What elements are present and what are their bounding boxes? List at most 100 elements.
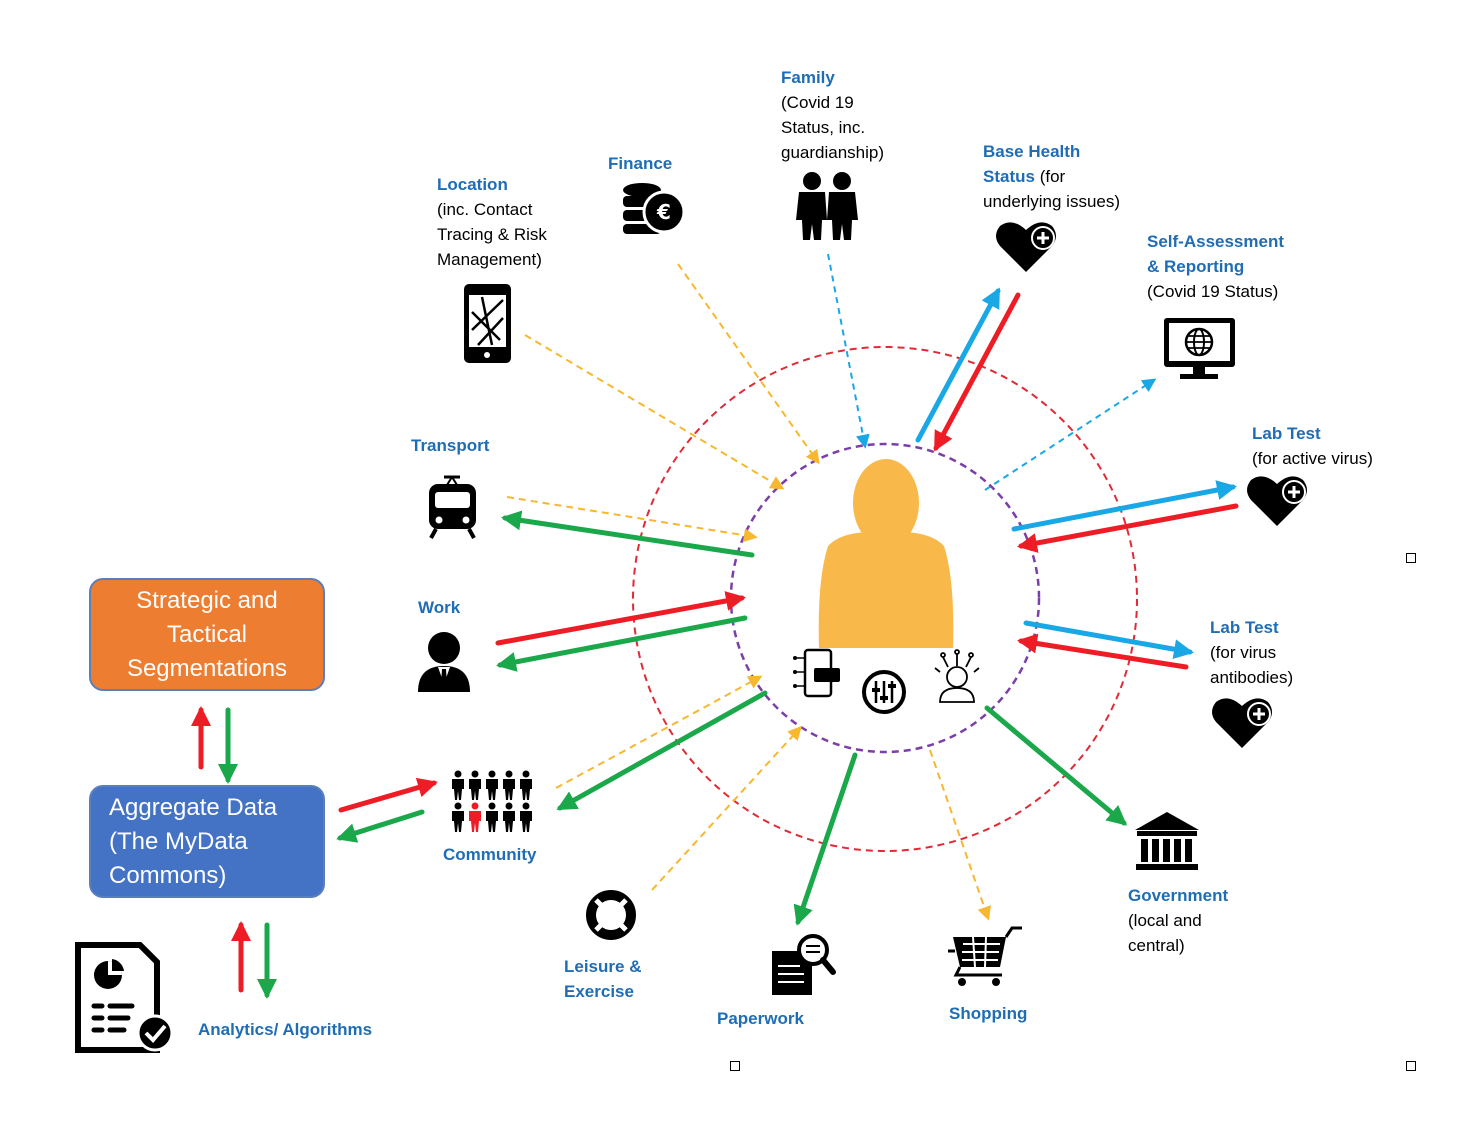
location-desc-line: Tracing & Risk bbox=[437, 225, 547, 244]
selection-handle bbox=[1406, 1061, 1416, 1071]
heart-plus-icon bbox=[1247, 476, 1307, 526]
aggregate-line: Commons) bbox=[109, 862, 227, 889]
controls-icon bbox=[862, 670, 906, 714]
aggregate-data-box: Aggregate Data (The MyData Commons) bbox=[89, 785, 325, 898]
family-title: Family bbox=[781, 68, 835, 87]
arrow-base-health-in bbox=[933, 292, 1021, 452]
paperwork-label: Paperwork bbox=[717, 1006, 804, 1031]
finance-coins-icon: € bbox=[623, 183, 686, 234]
base-health-desc-line: underlying issues) bbox=[983, 192, 1121, 211]
transport-title: Transport bbox=[411, 436, 490, 455]
selection-handle bbox=[1406, 553, 1416, 563]
person-figure bbox=[503, 802, 515, 832]
community-title: Community bbox=[443, 845, 537, 864]
person-figure bbox=[486, 770, 498, 800]
self-assessment-label: Self-Assessment & Reporting (Covid 19 St… bbox=[1147, 229, 1284, 304]
heart-plus-icon bbox=[996, 222, 1056, 272]
government-label: Government (local and central) bbox=[1128, 883, 1228, 958]
base-health-label: Base Health Status (for underlying issue… bbox=[983, 139, 1120, 214]
shopping-cart-icon bbox=[948, 926, 1022, 986]
leisure-label: Leisure & Exercise bbox=[564, 954, 641, 1004]
arrow-lab-antibodies-in bbox=[1017, 633, 1189, 670]
location-phone-map-icon bbox=[464, 284, 511, 363]
arrow-base-health-out bbox=[915, 287, 1001, 443]
paperwork-title: Paperwork bbox=[717, 1009, 804, 1028]
lab-test-antibodies-desc-line: (for virus bbox=[1210, 643, 1277, 662]
arrow-finance-in bbox=[677, 263, 820, 465]
arrow-community-from-aggregate bbox=[336, 809, 425, 843]
monitor-globe-icon bbox=[1164, 318, 1235, 379]
person-figure bbox=[452, 770, 464, 800]
lab-test-active-desc-line: (for active virus) bbox=[1252, 449, 1373, 468]
government-building-icon bbox=[1135, 812, 1199, 870]
self-assessment-title: Self-Assessment bbox=[1147, 232, 1285, 251]
person-figure bbox=[469, 770, 481, 800]
arrow-government-out bbox=[984, 705, 1128, 826]
base-health-title: Base Health bbox=[983, 142, 1081, 161]
arrow-family-in bbox=[827, 253, 870, 449]
ai-head-icon bbox=[934, 649, 980, 703]
arrow-transport-in bbox=[506, 496, 758, 543]
aggregate-line: (The MyData bbox=[109, 828, 248, 855]
lifebuoy-icon bbox=[586, 890, 636, 940]
leisure-title: Leisure & bbox=[564, 957, 642, 976]
person-icon bbox=[818, 459, 954, 648]
arrow-work-in bbox=[495, 591, 746, 646]
arrow-location-in bbox=[524, 334, 785, 490]
lab-test-active-title: Lab Test bbox=[1252, 424, 1321, 443]
location-label: Location (inc. Contact Tracing & Risk Ma… bbox=[437, 172, 547, 272]
work-label: Work bbox=[418, 595, 460, 620]
analytics-report-icon bbox=[75, 942, 174, 1053]
lab-test-active-label: Lab Test (for active virus) bbox=[1252, 421, 1373, 471]
work-title: Work bbox=[418, 598, 461, 617]
self-assessment-desc-line: (Covid 19 Status) bbox=[1147, 282, 1279, 301]
segmentations-line: Strategic and bbox=[136, 586, 278, 614]
government-desc-line: (local and bbox=[1128, 911, 1202, 930]
person-figure bbox=[469, 802, 481, 832]
segmentations-line: Tactical bbox=[166, 620, 247, 648]
arrow-lab-active-in bbox=[1017, 503, 1239, 553]
family-label: Family (Covid 19 Status, inc. guardiansh… bbox=[781, 65, 884, 165]
arrow-paperwork-out bbox=[793, 752, 858, 926]
location-desc-line: (inc. Contact bbox=[437, 200, 533, 219]
shopping-title: Shopping bbox=[949, 1004, 1028, 1023]
lab-test-antibodies-title: Lab Test bbox=[1210, 618, 1279, 637]
aggregate-line: Aggregate Data bbox=[109, 794, 278, 821]
family-desc-line: guardianship) bbox=[781, 143, 885, 162]
arrow-shopping-out bbox=[929, 749, 991, 921]
government-desc-line: central) bbox=[1128, 936, 1185, 955]
arrow-self-assessment-out bbox=[984, 378, 1157, 491]
person-figure bbox=[486, 802, 498, 832]
base-health-title: Status bbox=[983, 167, 1035, 186]
self-assessment-title: & Reporting bbox=[1147, 257, 1245, 276]
community-label: Community bbox=[443, 842, 537, 867]
train-icon bbox=[429, 475, 476, 539]
segmentations-box: Strategic and Tactical Segmentations bbox=[89, 578, 325, 691]
arrow-transport-out bbox=[501, 510, 755, 558]
family-desc-line: Status, inc. bbox=[781, 118, 866, 137]
analytics-label: Analytics/ Algorithms bbox=[198, 1017, 372, 1042]
person-figure bbox=[520, 802, 532, 832]
arrow-community-in bbox=[555, 675, 763, 789]
heart-plus-icon bbox=[1212, 698, 1272, 748]
transport-label: Transport bbox=[411, 433, 489, 458]
location-desc-line: Management) bbox=[437, 250, 542, 269]
person-figure bbox=[503, 770, 515, 800]
selection-handle bbox=[730, 1061, 740, 1071]
finance-label: Finance bbox=[608, 151, 672, 176]
lab-test-antibodies-label: Lab Test (for virus antibodies) bbox=[1210, 615, 1293, 690]
finance-title: Finance bbox=[608, 154, 673, 173]
arrow-community-to-aggregate bbox=[338, 777, 438, 813]
arrow-community-out bbox=[556, 690, 768, 811]
base-health-desc: (for bbox=[1034, 167, 1066, 186]
paperwork-search-icon bbox=[772, 934, 836, 995]
family-desc-line: (Covid 19 bbox=[781, 93, 854, 112]
arrow-leisure-in bbox=[651, 725, 802, 891]
family-icon bbox=[796, 172, 858, 240]
analytics-title: Analytics/ Algorithms bbox=[198, 1020, 373, 1039]
worker-icon bbox=[418, 632, 470, 692]
person-figure bbox=[520, 770, 532, 800]
mobile-data-icon bbox=[793, 648, 840, 698]
shopping-label: Shopping bbox=[949, 1001, 1027, 1026]
